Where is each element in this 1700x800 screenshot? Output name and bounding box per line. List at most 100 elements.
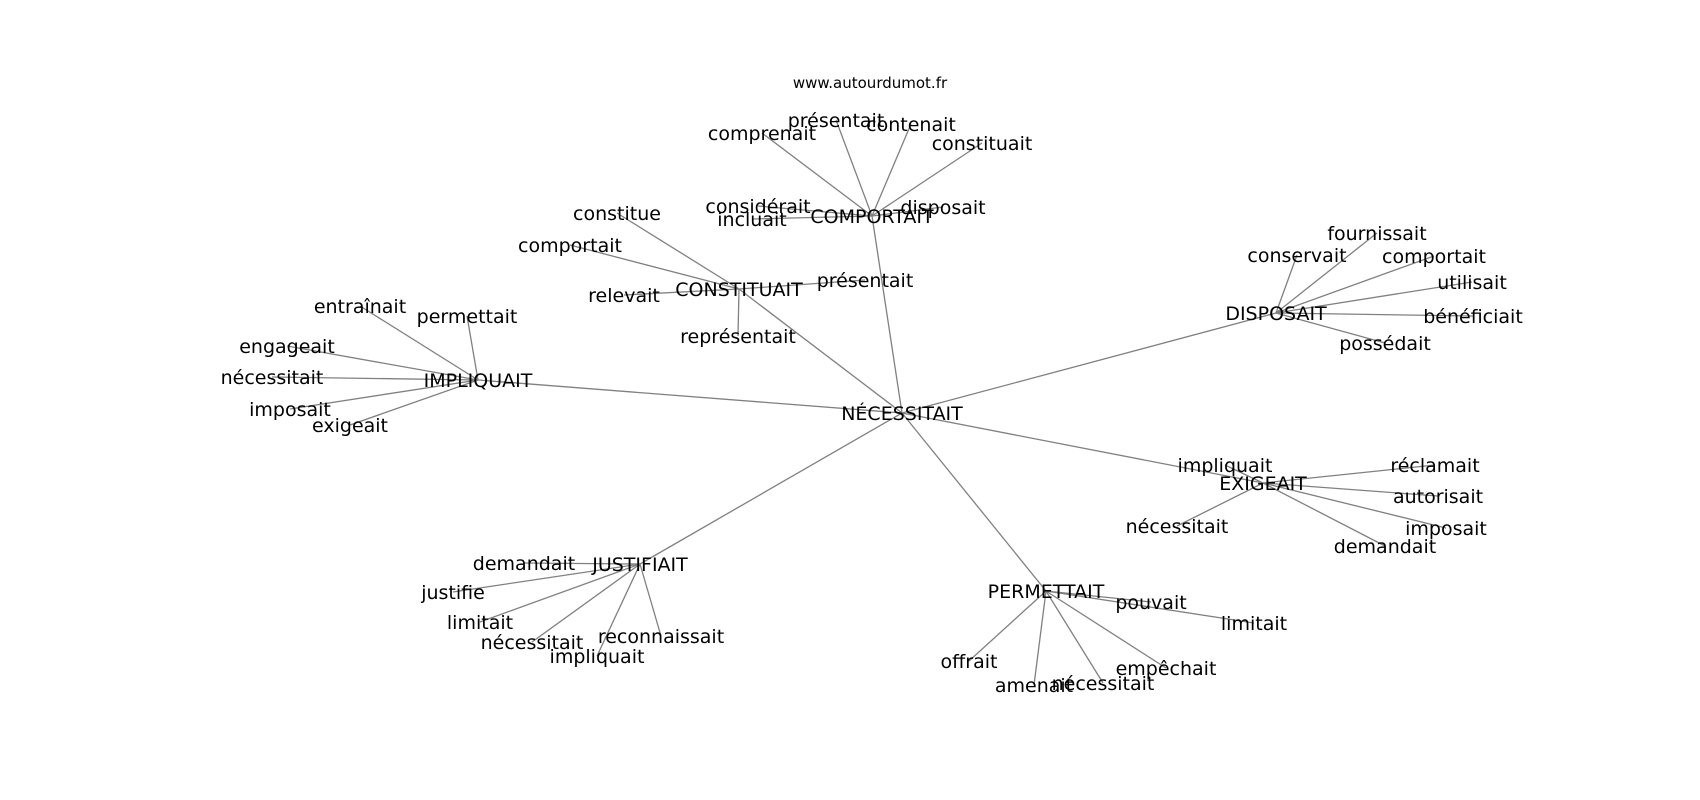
neighbor-node[interactable]: nécessitait xyxy=(221,367,324,389)
edge-comportait-6 xyxy=(751,215,873,220)
neighbor-node[interactable]: incluait xyxy=(717,209,786,231)
hub-node[interactable]: IMPLIQUAIT xyxy=(424,370,533,392)
neighbor-node[interactable]: amenait xyxy=(995,675,1073,697)
edge-center-permettait xyxy=(901,412,1047,592)
neighbor-node[interactable]: empêchait xyxy=(1116,658,1217,680)
edge-comportait-1 xyxy=(835,119,873,217)
neighbor-node[interactable]: constitue xyxy=(573,203,661,225)
edge-permettait-0 xyxy=(1045,590,1152,603)
hub-node[interactable]: PERMETTAIT xyxy=(988,581,1105,603)
neighbor-node[interactable]: nécessitait xyxy=(1052,673,1155,695)
edge-exigeait-3 xyxy=(1262,482,1447,529)
edge-impliquait-2 xyxy=(286,345,479,381)
neighbor-node[interactable]: présentait xyxy=(788,110,885,132)
neighbor-node[interactable]: autorisait xyxy=(1393,486,1483,508)
neighbor-node[interactable]: contenait xyxy=(866,114,956,136)
node-labels: comprenaitprésentaitcontenaitconstituait… xyxy=(221,110,1523,697)
neighbor-node[interactable]: impliquait xyxy=(550,646,645,668)
neighbor-node[interactable]: présentait xyxy=(817,270,914,292)
neighbor-node[interactable]: constituait xyxy=(932,133,1033,155)
neighbor-node[interactable]: engageait xyxy=(239,336,335,358)
neighbor-node[interactable]: possédait xyxy=(1339,333,1431,355)
edge-constituait-0 xyxy=(616,212,740,290)
hub-node[interactable]: DISPOSAIT xyxy=(1225,303,1327,325)
edge-permettait-1 xyxy=(1045,590,1255,624)
neighbor-node[interactable]: imposait xyxy=(249,399,331,421)
neighbor-node[interactable]: représentait xyxy=(680,326,796,348)
neighbor-node[interactable]: permettait xyxy=(417,306,518,328)
edge-disposait-1 xyxy=(1275,254,1298,314)
neighbor-node[interactable]: offrait xyxy=(941,651,998,673)
neighbor-node[interactable]: considérait xyxy=(705,196,810,218)
hub-node[interactable]: JUSTIFIAIT xyxy=(591,554,688,576)
edge-justifiait-0 xyxy=(523,562,641,565)
neighbor-node[interactable]: demandait xyxy=(1334,536,1436,558)
neighbor-node[interactable]: bénéficiait xyxy=(1423,306,1523,328)
edge-impliquait-5 xyxy=(349,379,479,426)
neighbor-node[interactable]: conservait xyxy=(1247,245,1346,267)
edge-center-justifiait xyxy=(639,412,903,565)
neighbor-node[interactable]: comportait xyxy=(1382,246,1486,268)
edge-justifiait-3 xyxy=(531,563,641,643)
neighbor-node[interactable]: justifie xyxy=(420,582,485,604)
hub-node[interactable]: COMPORTAIT xyxy=(810,206,934,228)
edge-exigeait-5 xyxy=(1176,482,1264,527)
neighbor-node[interactable]: réclamait xyxy=(1390,455,1479,477)
neighbor-node[interactable]: impliquait xyxy=(1178,455,1273,477)
edges xyxy=(271,119,1474,686)
edge-impliquait-3 xyxy=(271,376,479,381)
edge-exigeait-0 xyxy=(1224,464,1264,484)
edge-center-disposait xyxy=(901,312,1277,414)
neighbor-node[interactable]: fournissait xyxy=(1327,223,1426,245)
edge-justifiait-1 xyxy=(452,563,641,593)
edge-center-exigeait xyxy=(901,412,1264,484)
edge-disposait-0 xyxy=(1275,232,1378,314)
neighbor-node[interactable]: limitait xyxy=(447,612,513,634)
edge-justifiait-2 xyxy=(479,563,641,623)
edge-permettait-4 xyxy=(1045,590,1104,684)
center-node[interactable]: NÉCESSITAIT xyxy=(841,402,963,425)
neighbor-node[interactable]: nécessitait xyxy=(481,632,584,654)
edge-exigeait-4 xyxy=(1262,482,1386,547)
source-watermark: www.autourdumot.fr xyxy=(793,74,948,92)
neighbor-node[interactable]: exigeait xyxy=(312,415,388,437)
neighbor-node[interactable]: utilisait xyxy=(1437,272,1507,294)
edge-permettait-2 xyxy=(968,590,1047,662)
edge-constituait-1 xyxy=(569,244,740,290)
edge-impliquait-4 xyxy=(289,379,479,410)
edge-disposait-4 xyxy=(1275,312,1474,317)
neighbor-node[interactable]: comprenait xyxy=(708,123,816,145)
edge-disposait-2 xyxy=(1275,255,1435,314)
edge-constituait-3 xyxy=(737,288,740,337)
neighbor-node[interactable]: relevait xyxy=(588,285,660,307)
edge-comportait-4 xyxy=(871,206,944,217)
edge-disposait-3 xyxy=(1275,281,1473,314)
edge-constituait-4 xyxy=(738,279,866,290)
edge-comportait-3 xyxy=(871,142,983,217)
neighbor-node[interactable]: comportait xyxy=(518,235,622,257)
edge-comportait-2 xyxy=(871,123,912,217)
neighbor-node[interactable]: disposait xyxy=(900,197,985,219)
hub-node[interactable]: CONSTITUAIT xyxy=(675,279,803,301)
edge-permettait-5 xyxy=(1045,590,1167,669)
edge-impliquait-0 xyxy=(359,305,479,381)
edge-comportait-0 xyxy=(761,132,873,217)
edge-constituait-2 xyxy=(623,288,740,296)
edge-exigeait-1 xyxy=(1262,464,1436,484)
edge-center-constituait xyxy=(738,288,903,414)
neighbor-node[interactable]: reconnaissait xyxy=(598,626,724,648)
edge-disposait-5 xyxy=(1275,312,1386,344)
neighbor-node[interactable]: pouvait xyxy=(1115,592,1186,614)
edge-impliquait-1 xyxy=(466,315,479,381)
neighbor-node[interactable]: entraînait xyxy=(314,296,406,318)
edge-exigeait-2 xyxy=(1262,482,1439,497)
neighbor-node[interactable]: nécessitait xyxy=(1126,516,1229,538)
neighbor-node[interactable]: demandait xyxy=(473,553,575,575)
neighbor-node[interactable]: imposait xyxy=(1405,518,1487,540)
edge-justifiait-5 xyxy=(639,563,662,637)
hub-node[interactable]: EXIGEAIT xyxy=(1219,473,1307,495)
edge-center-comportait xyxy=(871,215,903,414)
neighbor-node[interactable]: limitait xyxy=(1221,613,1287,635)
